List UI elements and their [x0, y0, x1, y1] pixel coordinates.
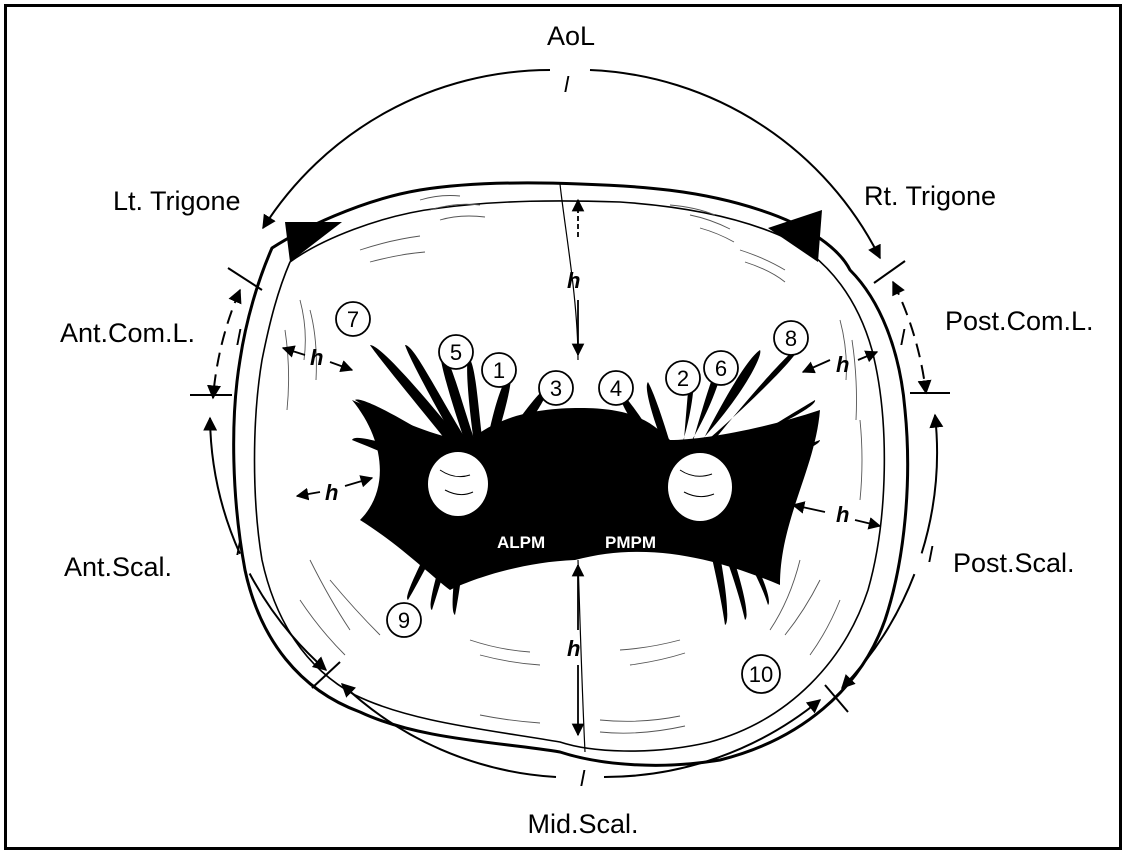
h-label-ant-scal: h — [325, 480, 338, 505]
label-post-scal: Post.Scal. — [953, 548, 1075, 578]
pmpm-label: PMPM — [605, 533, 656, 552]
h-arrow-post-scal — [793, 505, 825, 512]
h-label-post-com: h — [836, 352, 849, 377]
chord-number-5: 5 — [450, 340, 462, 365]
h-label-ant-com: h — [310, 345, 323, 370]
chord-number-10: 10 — [749, 662, 773, 687]
chord-number-1: 1 — [493, 358, 505, 383]
h-arrow-ant-com — [283, 348, 305, 355]
arc-post-scal — [842, 415, 937, 688]
l-label-post-com: l — [900, 325, 906, 350]
label-mid-scal: Mid.Scal. — [527, 809, 638, 839]
chord-number-4: 4 — [610, 376, 622, 401]
h-arrow-ant-scal — [297, 492, 320, 496]
alpm-label: ALPM — [497, 533, 545, 552]
rt-trigone-marker — [768, 210, 822, 262]
lt-trigone-marker — [285, 222, 342, 262]
papillary-muscles: ALPM PMPM — [352, 345, 820, 625]
label-post-com-l: Post.Com.L. — [945, 306, 1094, 336]
chord-number-7: 7 — [347, 307, 359, 332]
l-label-post-scal: l — [928, 542, 934, 567]
arc-mid-scal-left — [342, 684, 556, 777]
label-ant-scal: Ant.Scal. — [64, 552, 172, 582]
l-label-aol: l — [564, 72, 570, 97]
label-lt-trigone: Lt. Trigone — [113, 186, 241, 216]
h-arrow-ant-com-r — [330, 362, 352, 370]
chord-number-9: 9 — [398, 608, 410, 633]
h-arrow-post-com — [803, 360, 830, 372]
alpm-head — [428, 452, 488, 516]
h-arrow-post-scal-r — [855, 520, 880, 526]
tick-rt-trigone — [874, 261, 905, 283]
h-label-bottom: h — [567, 636, 580, 661]
arc-aol-left — [263, 70, 550, 228]
h-label-post-scal: h — [836, 502, 849, 527]
chord-number-8: 8 — [785, 326, 797, 351]
label-aol: AoL — [547, 21, 595, 51]
label-ant-com-l: Ant.Com.L. — [60, 318, 195, 348]
h-arrow-ant-scal-r — [345, 478, 372, 486]
chord-number-3: 3 — [550, 376, 562, 401]
pmpm-head — [668, 453, 732, 521]
label-rt-trigone: Rt. Trigone — [864, 181, 996, 211]
arc-aol-right — [590, 70, 880, 258]
chord-number-6: 6 — [715, 356, 727, 381]
arc-post-com — [893, 282, 926, 393]
chord-number-2: 2 — [677, 366, 689, 391]
l-label-mid-scal: l — [580, 766, 586, 791]
h-label-top: h — [567, 268, 580, 293]
